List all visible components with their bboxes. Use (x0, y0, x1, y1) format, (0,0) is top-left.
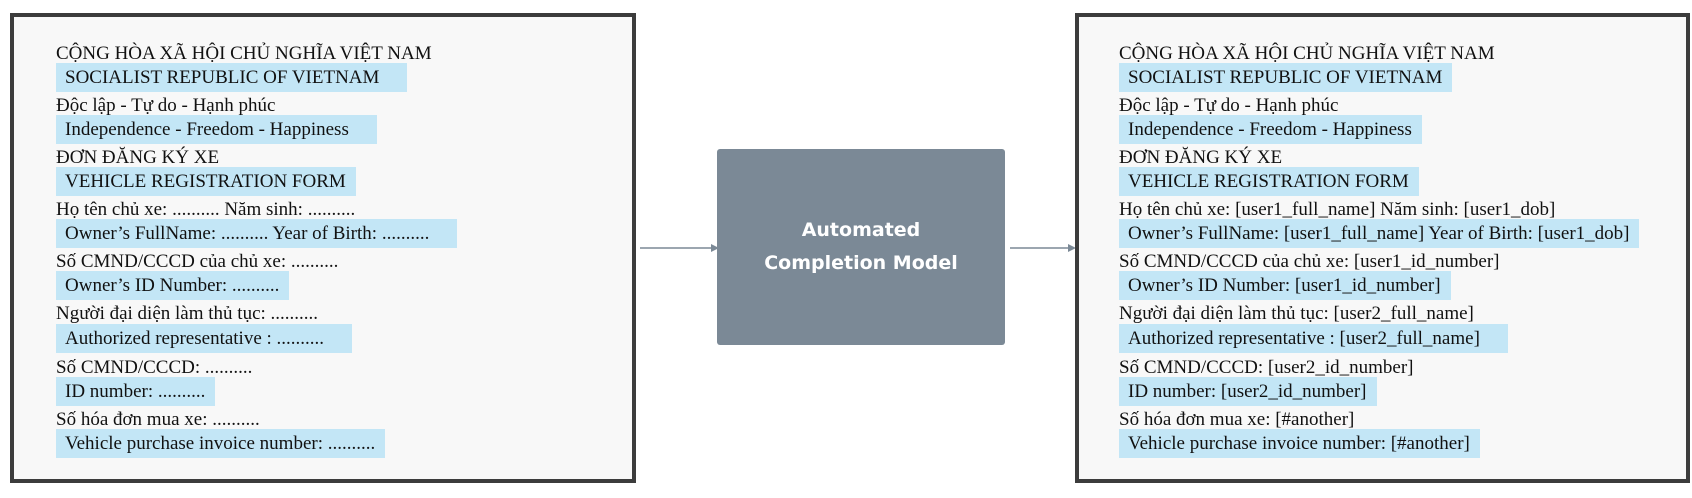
form-line-translation: Independence - Freedom - Happiness (56, 115, 377, 144)
form-line-translation: Authorized representative : [user2_full_… (1119, 324, 1508, 353)
form-line: Họ tên chủ xe: [user1_full_name] Năm sin… (1119, 199, 1556, 220)
form-line: Người đại diện làm thủ tục: [user2_full_… (1119, 303, 1474, 324)
form-line-translation: ID number: .......... (56, 377, 216, 406)
form-line-translation: SOCIALIST REPUBLIC OF VIETNAM (1119, 63, 1453, 92)
form-line-translation: Owner’s FullName: [user1_full_name] Year… (1119, 219, 1640, 248)
form-line-translation: Independence - Freedom - Happiness (1119, 115, 1422, 144)
form-line: Số CMND/CCCD: .......... (56, 357, 253, 378)
form-line: Số CMND/CCCD của chủ xe: .......... (56, 251, 339, 272)
form-line-translation: VEHICLE REGISTRATION FORM (1119, 167, 1419, 196)
form-line: CỘNG HÒA XÃ HỘI CHỦ NGHĨA VIỆT NAM (1119, 43, 1495, 64)
form-line-translation: ID number: [user2_id_number] (1119, 377, 1377, 406)
form-line: Số hóa đơn mua xe: .......... (56, 409, 260, 430)
form-line-translation: VEHICLE REGISTRATION FORM (56, 167, 356, 196)
form-line-translation: Authorized representative : .......... (56, 324, 353, 353)
form-line: Số CMND/CCCD của chủ xe: [user1_id_numbe… (1119, 251, 1500, 272)
form-line: Số hóa đơn mua xe: [#another] (1119, 409, 1355, 430)
model-label-line2: Completion Model (764, 252, 958, 274)
input-arrow (640, 244, 719, 252)
form-line: Số CMND/CCCD: [user2_id_number] (1119, 357, 1414, 378)
form-line: ĐƠN ĐĂNG KÝ XE (56, 147, 220, 168)
form-line-translation: Owner’s ID Number: .......... (56, 271, 290, 300)
form-line-translation: Owner’s ID Number: [user1_id_number] (1119, 271, 1451, 300)
automated-completion-model-box: Automated Completion Model (717, 149, 1005, 345)
form-line: CỘNG HÒA XÃ HỘI CHỦ NGHĨA VIỆT NAM (56, 43, 432, 64)
model-label-line1: Automated (801, 219, 921, 241)
output-arrow (1010, 244, 1076, 252)
form-line: Độc lập - Tự do - Hạnh phúc (1119, 95, 1339, 116)
form-line-translation: Vehicle purchase invoice number: .......… (56, 429, 386, 458)
form-line: Người đại diện làm thủ tục: .......... (56, 303, 319, 324)
form-line: Độc lập - Tự do - Hạnh phúc (56, 95, 276, 116)
completed-form-panel: CỘNG HÒA XÃ HỘI CHỦ NGHĨA VIỆT NAM SOCIA… (1075, 13, 1690, 483)
form-line: Họ tên chủ xe: .......... Năm sinh: ....… (56, 199, 356, 220)
form-line-translation: SOCIALIST REPUBLIC OF VIETNAM (56, 63, 408, 92)
blank-form-panel: CỘNG HÒA XÃ HỘI CHỦ NGHĨA VIỆT NAM SOCIA… (10, 13, 636, 483)
form-line: ĐƠN ĐĂNG KÝ XE (1119, 147, 1283, 168)
form-line-translation: Vehicle purchase invoice number: [#anoth… (1119, 429, 1480, 458)
form-line-translation: Owner’s FullName: .......... Year of Bir… (56, 219, 458, 248)
